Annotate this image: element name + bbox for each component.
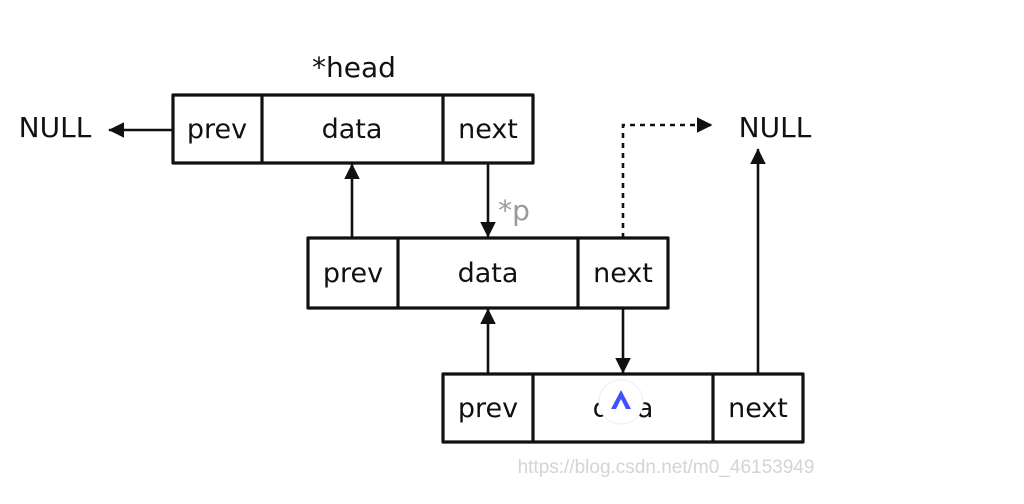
badge-logo-inner-icon [616,399,626,409]
head-pointer-label: *head [312,51,396,84]
node-1-data-label: data [322,114,383,145]
node-1-prev-label: prev [187,114,247,145]
node-2-prev-label: prev [323,258,383,289]
arrow-node2-next-dashed-to-null [621,117,713,238]
node-2-next-label: next [593,258,653,289]
p-pointer-label: *p [498,194,530,227]
node-1-next-label: next [458,114,518,145]
null-left-label: NULL [19,111,92,144]
watermark-text: https://blog.csdn.net/m0_46153949 [518,457,815,478]
floating-badge[interactable] [598,379,644,425]
node-2-data-label: data [458,258,519,289]
node-3-next-label: next [728,393,788,424]
node-2-box [306,236,670,310]
node-1: prev data next [171,93,535,165]
node-3-prev-label: prev [458,393,518,424]
node-2: prev data next [306,236,670,310]
null-right-label: NULL [739,111,812,144]
